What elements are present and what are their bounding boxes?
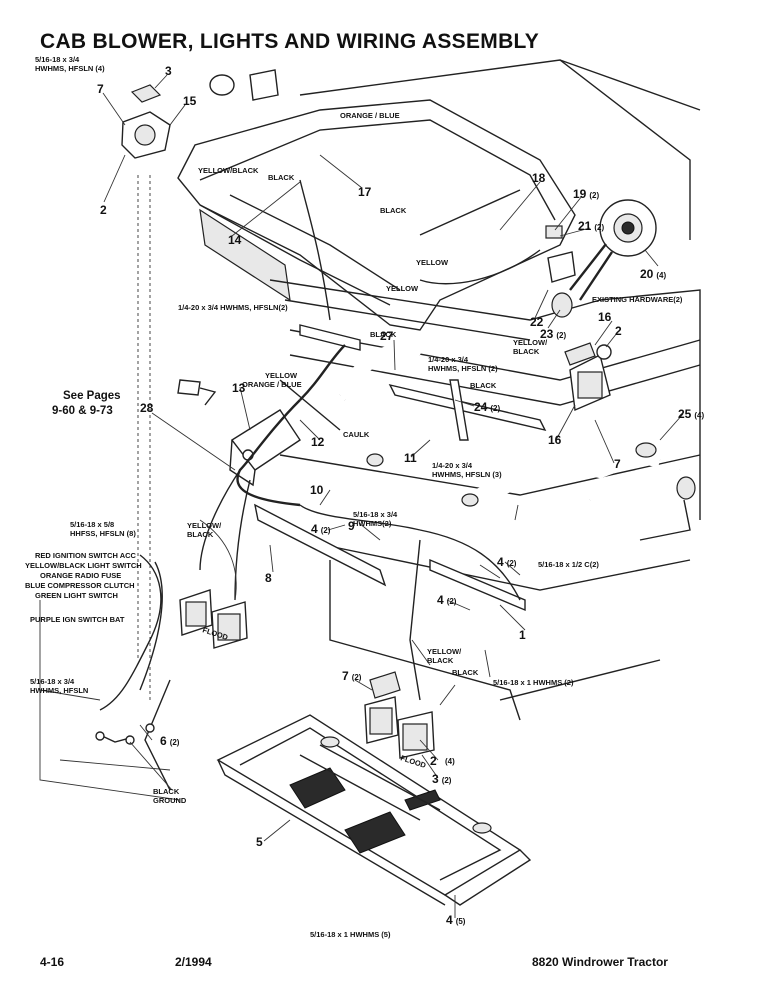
blower-housing [229,409,301,487]
front-console-panel [216,714,532,906]
switch-label: GREEN LIGHT SWITCH [35,591,118,600]
page-number: 4-16 [40,955,65,969]
see-pages-line2: 9-60 & 9-73 [52,405,113,417]
callout-number: 27 [380,329,394,343]
work-light-right [564,342,612,412]
callout-number: 15 [183,94,197,108]
callout-number: 17 [358,185,372,199]
callout-number: 16 [598,310,612,324]
flood-lights-lower [364,671,435,759]
callout-number: 2 [100,203,107,217]
callout-number: 18 [532,171,546,185]
callout-number: 2 [615,324,622,338]
wire-label: YELLOW/BLACK [513,338,548,356]
flood-label: FLOOD [399,753,427,770]
callout-number: 7 [614,457,621,471]
callout-number: 3 [165,64,172,78]
callout-number: 12 [311,435,325,449]
callout-number: 14 [228,233,242,247]
callout-number: 1 [519,628,526,642]
callout-number: 20(4) [640,267,666,281]
switch-label: RED IGNITION SWITCH ACC [35,551,137,560]
callout-number: 4(2) [437,593,457,607]
wire-label: BLACK [380,206,407,215]
air-duct-hoses [334,343,696,541]
wire-label: YELLOW/BLACK [427,647,462,665]
callout-number: 11 [404,451,417,465]
callout-number: 6(2) [160,734,180,748]
callout-number: 21(2) [578,219,604,233]
hardware-label: 5/16-18 x 1/2 C(2) [538,560,599,569]
switch-label: BLUE COMPRESSOR CLUTCH [25,581,135,590]
callout-number: 10 [310,483,324,497]
callout-number: 22 [530,315,544,329]
callout-number: 28 [140,401,154,415]
leader-lines [102,74,684,918]
callout-number: 13 [232,381,246,395]
hardware-label: 1/4-20 x 3/4 HWHMS, HFSLN(2) [178,303,288,312]
wire-label: BLACK [452,668,479,677]
wire-label: BLACK [370,330,397,339]
vent-left [289,767,346,809]
switch-connection-list: RED IGNITION SWITCH ACC YELLOW/BLACK LIG… [25,551,142,624]
flood-lights-left [179,589,248,649]
switch-label: YELLOW/BLACK LIGHT SWITCH [25,561,142,570]
wire-color-labels: ORANGE / BLUE YELLOW/BLACK BLACK BLACK Y… [153,111,548,805]
callout-number: 9 [348,519,355,533]
callout-number: 4(2) [497,555,517,569]
wire-label: BLACK [470,381,497,390]
hardware-label: EXISTING HARDWARE(2) [592,295,683,304]
hardware-label: 5/16-18 x 1 HWHMS (5) [310,930,391,939]
callout-number: 23(2) [540,327,566,341]
wire-label: YELLOW [416,258,449,267]
wire-label: CAULK [343,430,370,439]
callout-number: 2 [430,754,437,768]
callout-number: 7(2) [342,669,362,683]
wire-label: YELLOW [386,284,419,293]
callout-number: 19(2) [573,187,599,201]
speaker-lens-detail [545,199,657,318]
callout-numbers: 3 7 15 2 14 17 18 19(2) 21(2) 20(4) 22 2… [97,64,704,927]
callout-number: 8 [265,571,272,585]
callout-number: 7 [97,82,104,96]
wire-label: BLACK [268,173,295,182]
revision-date: 2/1994 [175,955,212,969]
ground-wire-detail [95,379,217,745]
callout-number: 25(4) [678,407,704,421]
work-light-top-left [121,69,279,159]
callout-number: (4) [445,757,455,766]
wire-label: YELLOW/BLACK [187,521,222,539]
hardware-label: 5/16-18 x 1 HWHMS (2) [493,678,574,687]
wire-label: ORANGE / BLUE [340,111,400,120]
callout-number: 4(2) [311,522,331,536]
page-title: CAB BLOWER, LIGHTS AND WIRING ASSEMBLY [40,30,540,53]
callout-number: 4(5) [446,913,466,927]
cab-rear-wall-drawing [39,175,701,801]
wire-label: YELLOW/BLACK [198,166,259,175]
see-pages-line1: See Pages [63,390,121,402]
callout-number: 3(2) [432,772,452,786]
vent-right [344,811,406,854]
see-pages-reference: See Pages 9-60 & 9-73 [52,390,121,417]
model-name: 8820 Windrower Tractor [532,955,668,969]
callout-number: 5 [256,835,263,849]
switch-label: PURPLE IGN SWITCH BAT [30,615,125,624]
mounting-rails [254,324,547,612]
callout-number: 16 [548,433,562,447]
wiring-harness [99,179,541,791]
callout-number: 24(2) [474,400,500,414]
cab-roof-drawing [177,59,701,341]
switch-label: ORANGE RADIO FUSE [40,571,121,580]
